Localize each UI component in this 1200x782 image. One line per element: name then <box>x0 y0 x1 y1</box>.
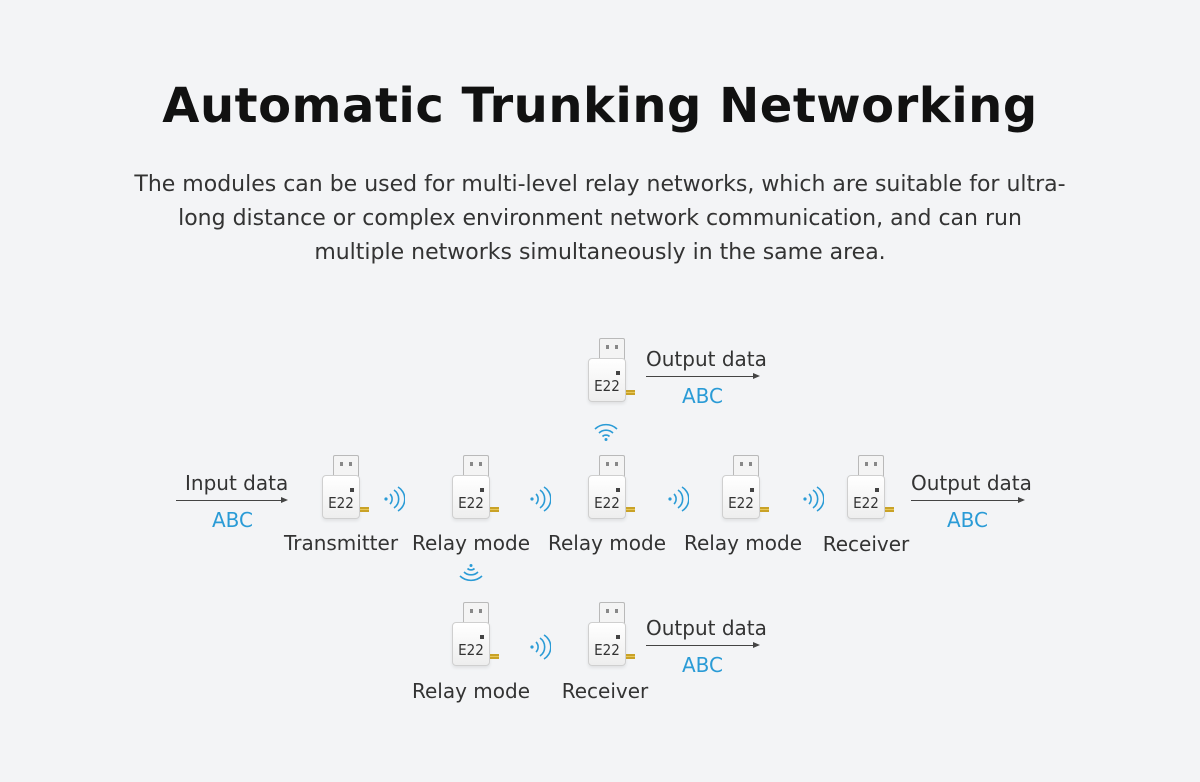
module-label: E22 <box>594 641 620 659</box>
usb-plug-icon <box>333 455 359 477</box>
input-arrow-icon <box>176 497 288 503</box>
usb-plug-icon <box>599 455 625 477</box>
antenna-icon <box>490 654 499 659</box>
antenna-icon <box>490 507 499 512</box>
module-bottom-receiver: E22 <box>588 602 640 674</box>
module-label: E22 <box>594 377 620 395</box>
usb-plug-icon <box>463 602 489 624</box>
module-label: E22 <box>458 641 484 659</box>
top-output-value: ABC <box>682 384 724 408</box>
caption-receiver: Receiver <box>822 532 910 556</box>
module-label: E22 <box>458 494 484 512</box>
caption-bottom-relay: Relay mode <box>411 679 531 703</box>
wifi-signal-icon <box>594 423 618 441</box>
top-output-arrow-icon <box>646 373 760 379</box>
antenna-icon <box>760 507 769 512</box>
bottom-output-value: ABC <box>682 653 724 677</box>
module-bottom-relay: E22 <box>452 602 504 674</box>
bottom-output-arrow-icon <box>646 642 760 648</box>
bottom-output-label: Output data <box>646 616 767 640</box>
page-title: Automatic Trunking Networking <box>162 78 1038 134</box>
antenna-icon <box>626 507 635 512</box>
module-label: E22 <box>853 494 879 512</box>
caption-relay-1: Relay mode <box>411 531 531 555</box>
page-description: The modules can be used for multi-level … <box>134 172 1066 265</box>
main-output-value: ABC <box>947 508 989 532</box>
module-transmitter: E22 <box>322 455 374 527</box>
radio-wave-icon <box>668 486 689 512</box>
module-relay-3: E22 <box>722 455 774 527</box>
usb-plug-icon <box>599 338 625 360</box>
input-value: ABC <box>212 508 254 532</box>
caption-bottom-receiver: Receiver <box>561 679 649 703</box>
usb-plug-icon <box>858 455 884 477</box>
module-top-receiver: E22 <box>588 338 640 410</box>
antenna-icon <box>885 507 894 512</box>
module-relay-2: E22 <box>588 455 640 527</box>
top-output-label: Output data <box>646 347 767 371</box>
usb-plug-icon <box>733 455 759 477</box>
module-label: E22 <box>328 494 354 512</box>
module-receiver: E22 <box>847 455 899 527</box>
usb-plug-icon <box>599 602 625 624</box>
module-label: E22 <box>728 494 754 512</box>
caption-relay-3: Relay mode <box>683 531 803 555</box>
caption-relay-2: Relay mode <box>547 531 667 555</box>
main-output-label: Output data <box>911 471 1032 495</box>
module-relay-1: E22 <box>452 455 504 527</box>
antenna-icon <box>626 654 635 659</box>
antenna-icon <box>626 390 635 395</box>
input-label: Input data <box>185 471 289 495</box>
module-label: E22 <box>594 494 620 512</box>
radio-wave-icon <box>803 486 824 512</box>
antenna-icon <box>360 507 369 512</box>
radio-wave-icon <box>384 486 405 512</box>
wifi-signal-icon <box>459 564 483 582</box>
caption-transmitter: Transmitter <box>283 531 399 555</box>
radio-wave-icon <box>530 486 551 512</box>
usb-plug-icon <box>463 455 489 477</box>
radio-wave-icon <box>530 634 551 660</box>
main-output-arrow-icon <box>911 497 1025 503</box>
